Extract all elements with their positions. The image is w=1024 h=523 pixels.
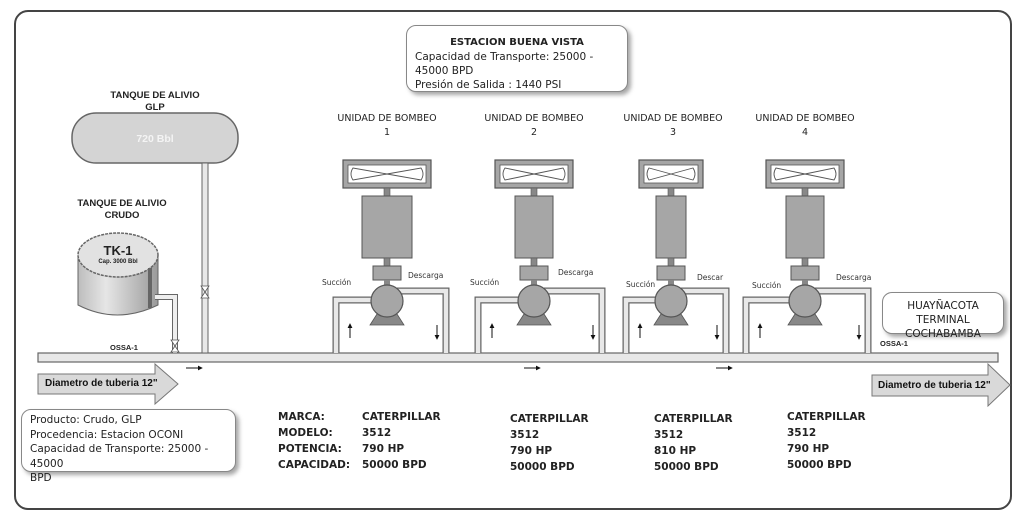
spec-capacity: 50000 BPD [787,459,852,471]
destination-line2: TERMINAL COCHABAMBA [905,314,981,340]
product-line3: Capacidad de Transporte: 25000 - 45000 [30,443,209,470]
crude-relief-tank [77,232,180,353]
fan-icon [350,167,424,181]
pump-unit-title-text: UNIDAD DE BOMBEO [623,113,723,124]
pump-unit-number: 4 [801,127,809,138]
outlet-diameter-arrow [871,362,1011,408]
outlet-diameter-label: Diametro de tuberia 12" [878,380,991,391]
pump-unit-3 [622,159,730,353]
discharge-label: Descarga [836,273,872,282]
spec-model: 3512 [510,429,540,441]
station-name: ESTACION BUENA VISTA [450,37,584,48]
pump-unit-title-text: UNIDAD DE BOMBEO [755,113,855,124]
suction-label: Succión [626,280,656,289]
crude-tank-title: TANQUE DE ALIVIO CRUDO [62,198,182,222]
motor-icon [785,195,825,259]
motor-icon [361,195,413,259]
fan-icon [646,167,696,181]
suction-label: Succión [322,278,352,287]
inlet-diameter-arrow [37,362,179,406]
pump-unit-specs: CATERPILLAR 3512 790 HP 50000 BPD [787,409,866,473]
inlet-ossa-label: OSSA-1 [110,343,138,352]
pump-unit-title-text: UNIDAD DE BOMBEO [337,113,437,124]
product-line2: Procedencia: Estacion OCONI [30,428,184,441]
spec-labels: MARCA: MODELO: POTENCIA: CAPACIDAD: [278,409,350,473]
station-info-box: ESTACION BUENA VISTA Capacidad de Transp… [406,25,628,92]
spec-model: 3512 [654,429,684,441]
destination-line1: HUAYÑACOTA [907,300,979,312]
discharge-label: Descar [697,273,724,282]
spec-capacity: 50000 BPD [510,461,575,473]
spec-power: 790 HP [787,443,830,455]
spec-brand: CATERPILLAR [362,411,441,423]
spec-power: 810 HP [654,445,697,457]
pump-unit-number: 1 [383,127,391,138]
pump-unit-number: 3 [669,127,677,138]
pump-unit-title-text: UNIDAD DE BOMBEO [484,113,584,124]
spec-brand: CATERPILLAR [654,413,733,425]
product-line4: BPD [30,472,52,484]
coupling-icon [656,265,686,281]
coupling-icon [372,265,402,281]
product-line1: Producto: Crudo, GLP [30,414,142,426]
spec-label-brand: MARCA: [278,411,325,423]
discharge-label: Descarga [558,268,594,277]
motor-icon [514,195,554,259]
suction-label: Succión [752,281,782,290]
spec-brand: CATERPILLAR [787,411,866,423]
station-capacity: Capacidad de Transporte: 25000 - 45000 B… [415,51,594,77]
glp-tank-title-line1: TANQUE DE ALIVIO [110,90,200,101]
pump-unit-specs: CATERPILLAR 3512 810 HP 50000 BPD [654,411,733,475]
pump-unit-title: UNIDAD DE BOMBEO 2 [469,112,599,140]
pump-unit-2 [474,159,606,353]
pump-icon [517,284,551,318]
fan-icon [502,167,566,181]
crude-valve-icon [170,339,180,353]
destination-box: HUAYÑACOTA TERMINAL COCHABAMBA [882,292,1004,340]
pump-unit-title: UNIDAD DE BOMBEO 4 [740,112,870,140]
pump-unit-number: 2 [530,127,538,138]
pump-icon [370,284,404,318]
discharge-label: Descarga [408,271,444,280]
pump-unit-title: UNIDAD DE BOMBEO 1 [322,112,452,140]
crude-tank-capacity: Cap. 3000 Bbl [98,259,138,265]
spec-brand: CATERPILLAR [510,413,589,425]
pump-icon [788,284,822,318]
spec-label-model: MODELO: [278,427,333,439]
coupling-icon [790,265,820,281]
pump-unit-specs: CATERPILLAR 3512 790 HP 50000 BPD [362,409,441,473]
pump-icon [654,284,688,318]
pump-unit-1 [332,159,450,353]
glp-tank-volume: 720 Bbl [136,133,174,145]
crude-tank-id: TK-1 [103,243,133,258]
pump-unit-title: UNIDAD DE BOMBEO 3 [608,112,738,140]
spec-power: 790 HP [362,443,405,455]
motor-icon [655,195,687,259]
outlet-ossa-label: OSSA-1 [880,339,908,348]
spec-model: 3512 [787,427,817,439]
spec-label-power: POTENCIA: [278,443,342,455]
glp-valve-icon [200,285,210,299]
glp-relief-tank [71,112,239,354]
fan-icon [773,167,837,181]
spec-capacity: 50000 BPD [654,461,719,473]
crude-tank-title-line1: TANQUE DE ALIVIO [77,198,167,209]
glp-tank-title: TANQUE DE ALIVIO GLP [95,90,215,114]
spec-power: 790 HP [510,445,553,457]
pump-unit-4 [742,159,872,353]
spec-capacity: 50000 BPD [362,459,427,471]
product-info-box: Producto: Crudo, GLP Procedencia: Estaci… [21,409,236,484]
coupling-icon [519,265,549,281]
main-pipeline [37,352,999,363]
station-pressure: Presión de Salida : 1440 PSI [415,79,562,91]
suction-label: Succión [470,278,500,287]
inlet-diameter-label: Diametro de tuberia 12" [45,378,158,389]
spec-model: 3512 [362,427,392,439]
spec-label-capacity: CAPACIDAD: [278,459,351,471]
crude-tank-title-line2: CRUDO [104,210,140,221]
glp-tank-title-line2: GLP [145,102,165,113]
pump-unit-specs: CATERPILLAR 3512 790 HP 50000 BPD [510,411,589,475]
